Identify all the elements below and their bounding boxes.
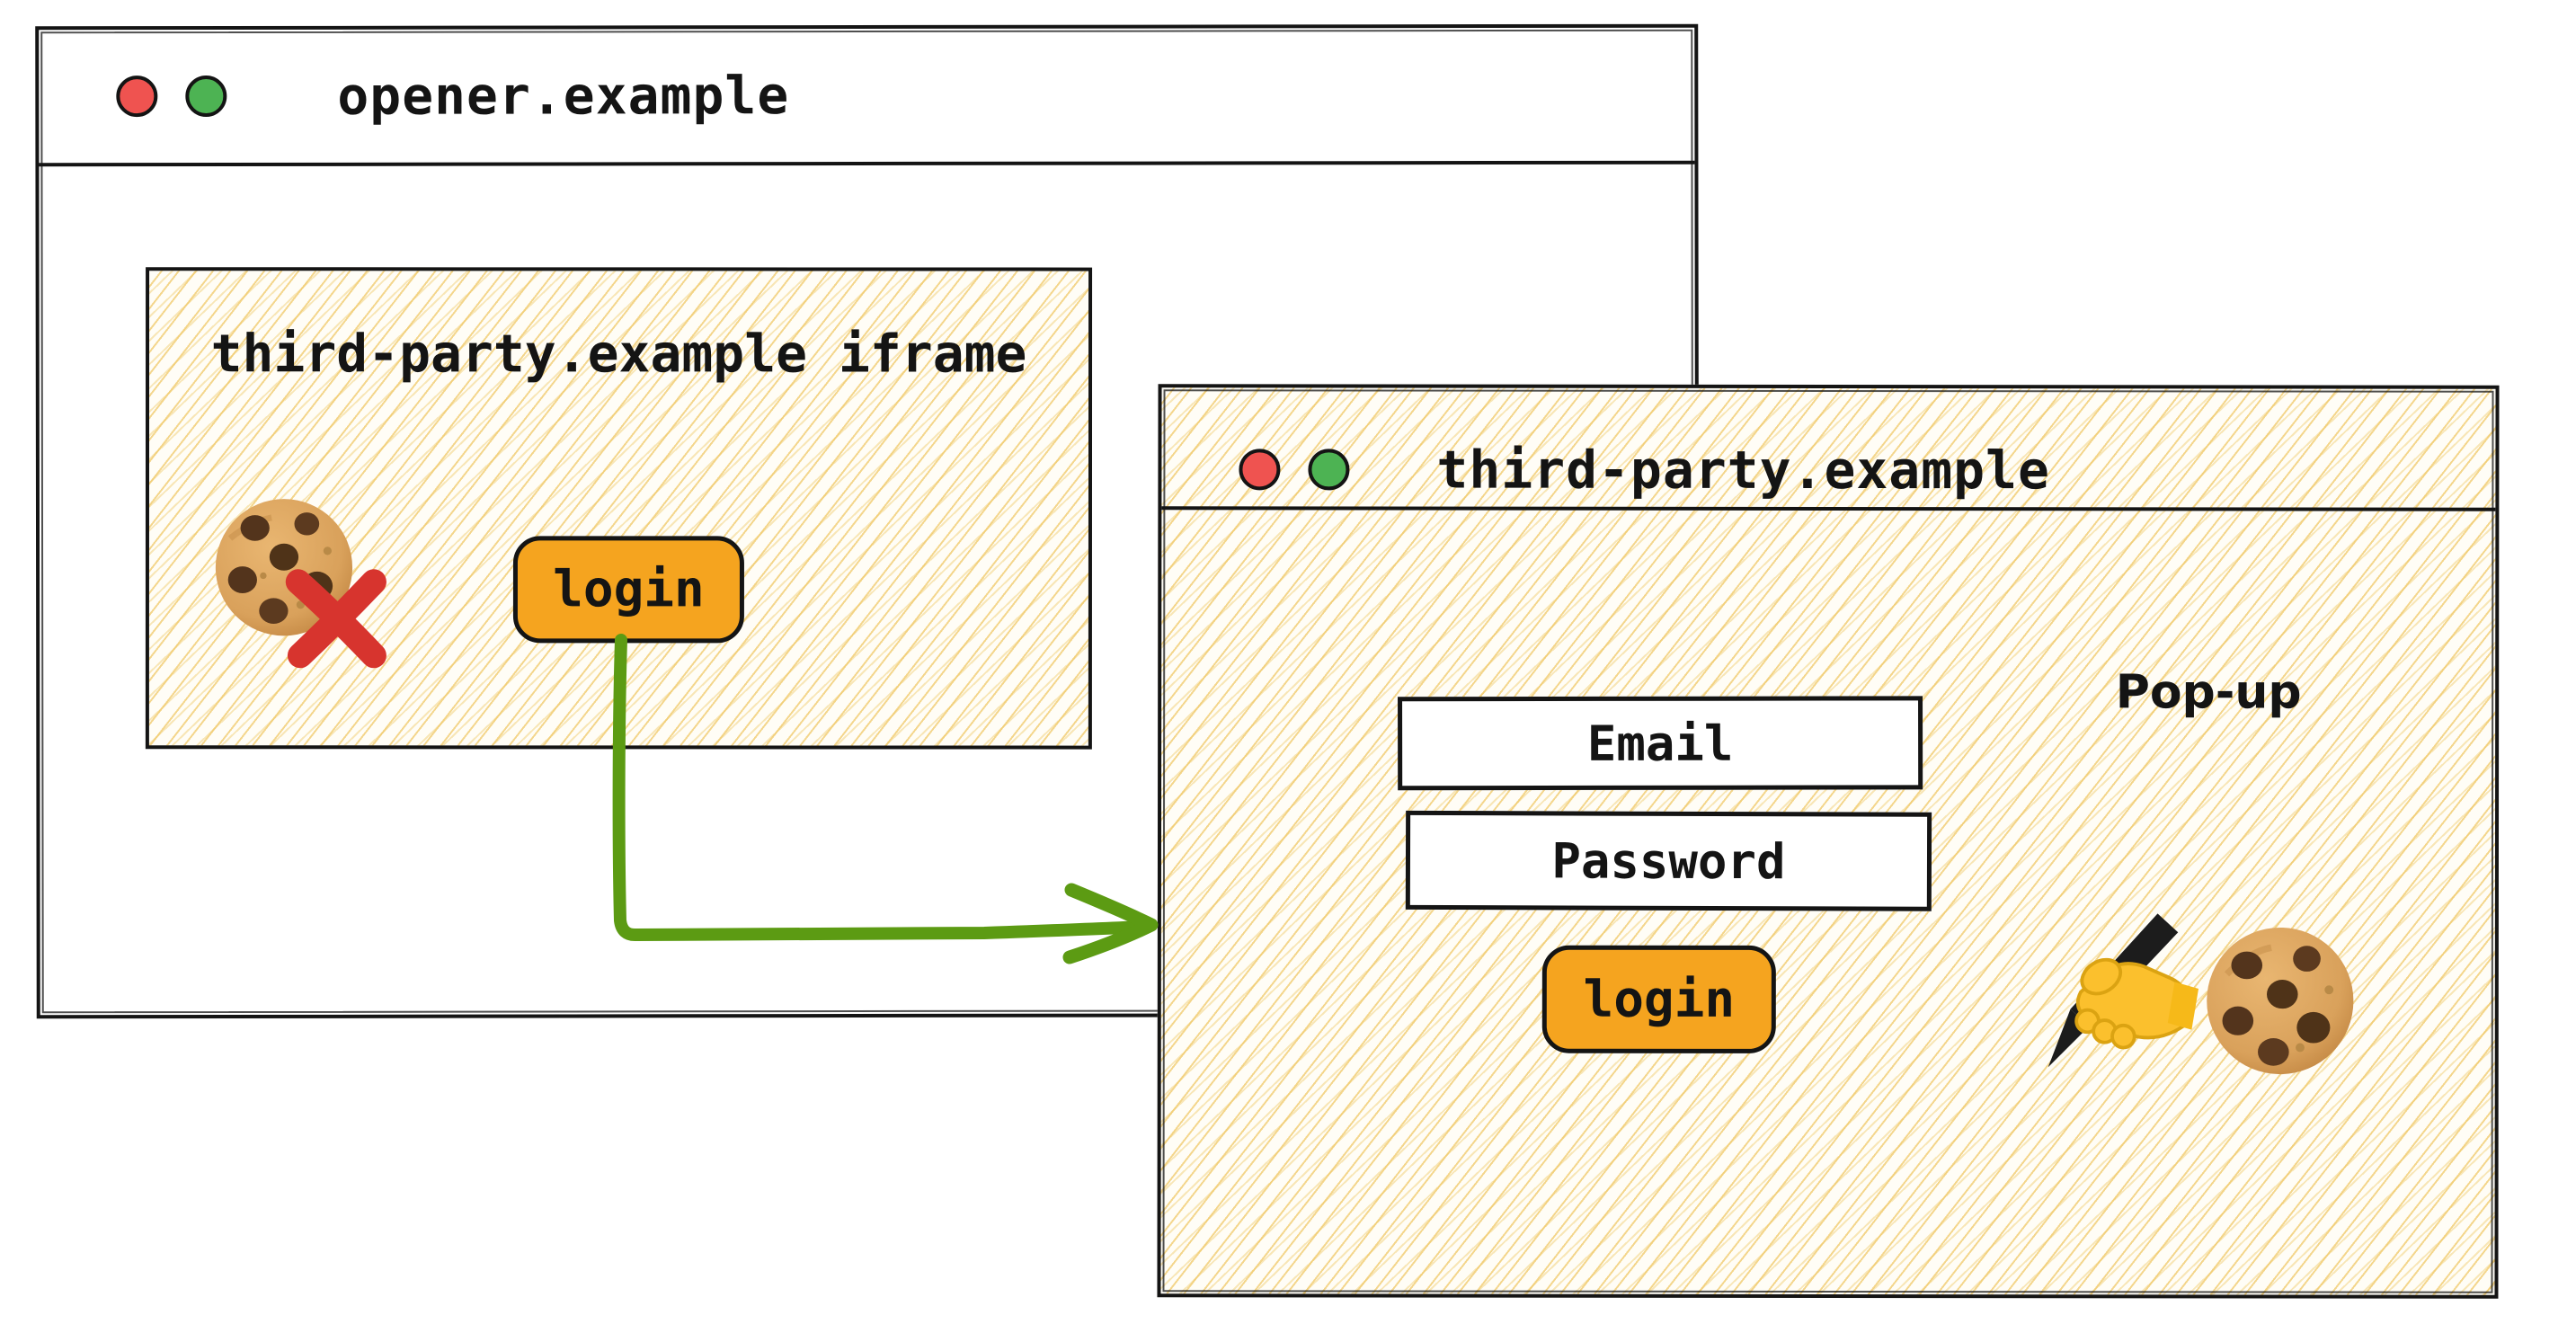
traffic-light-green-icon[interactable] [1308, 449, 1350, 491]
password-field[interactable]: Password [1405, 810, 1932, 911]
login-button[interactable]: login [512, 536, 744, 644]
traffic-light-red-icon[interactable] [116, 76, 158, 118]
iframe-label: third-party.example iframe [210, 323, 1027, 385]
login-button[interactable]: login [1541, 945, 1776, 1053]
traffic-light-red-icon[interactable] [1239, 449, 1281, 491]
login-button-label: login [553, 560, 705, 619]
password-field-label: Password [1551, 831, 1786, 890]
popup-titlebar: third-party.example [1161, 387, 2496, 511]
popup-annotation: Pop-up [2115, 665, 2302, 720]
red-cross-icon [285, 569, 386, 669]
login-button-label: login [1583, 970, 1736, 1029]
popup-window: third-party.example Email Password login… [1157, 384, 2500, 1299]
email-field[interactable]: Email [1398, 696, 1923, 791]
cookie-icon [2207, 927, 2354, 1075]
traffic-light-green-icon[interactable] [185, 75, 227, 118]
popup-window-title: third-party.example [1436, 439, 2050, 502]
opener-titlebar: opener.example [39, 27, 1695, 167]
email-field-label: Email [1586, 715, 1734, 772]
opener-window-title: opener.example [337, 65, 790, 127]
writing-hand-icon [2047, 913, 2199, 1068]
opener-window: opener.example third-party.example ifram… [35, 23, 1700, 1019]
third-party-iframe: third-party.example iframe [145, 267, 1093, 750]
